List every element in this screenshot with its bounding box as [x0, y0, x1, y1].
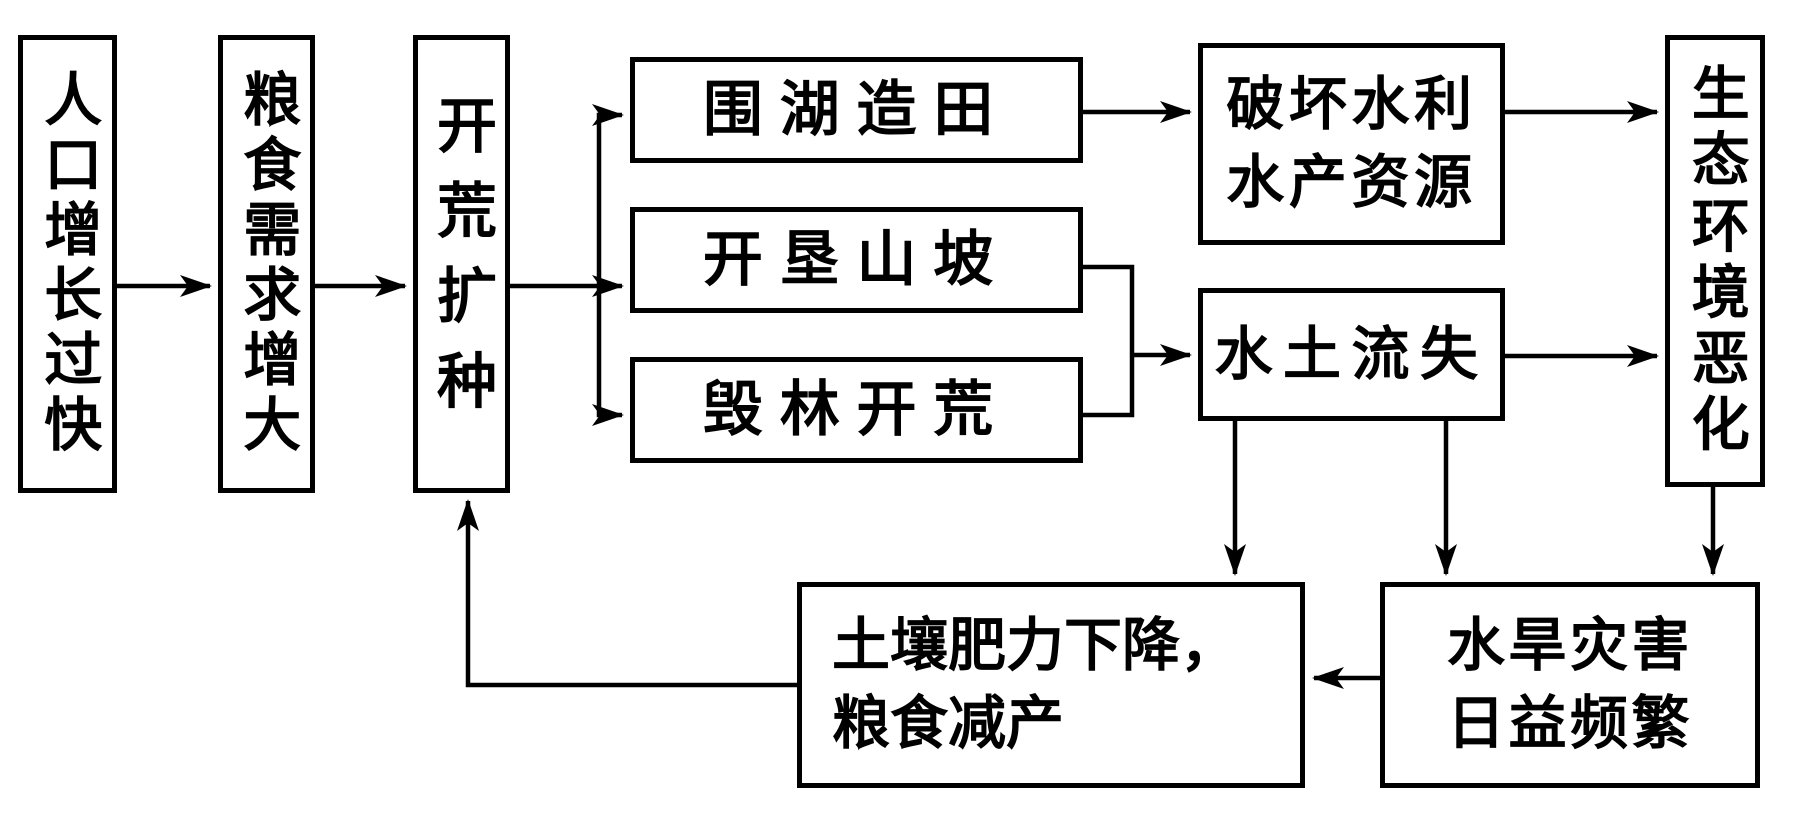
node-soil-fertility-decline: 土壤肥力下降， 粮食减产	[797, 582, 1305, 788]
node-deforestation-label: 毁林开荒	[702, 377, 1011, 443]
node-food-demand-label: 粮食需求增大	[234, 69, 300, 459]
node-lake-reclamation: 围湖造田	[630, 57, 1083, 163]
node-soil-fertility-decline-label: 土壤肥力下降， 粮食减产	[832, 612, 1239, 756]
node-soil-erosion: 水土流失	[1198, 288, 1505, 421]
node-food-demand: 粮食需求增大	[218, 35, 315, 493]
node-population-growth-label: 人口增长过快	[35, 69, 101, 459]
node-water-resource-damage: 破坏水利 水产资源	[1198, 43, 1505, 245]
node-eco-deterioration: 生态环境恶化	[1665, 35, 1765, 487]
node-soil-erosion-label: 水土流失	[1214, 321, 1489, 387]
node-hillside-cultivation-label: 开垦山坡	[702, 227, 1011, 293]
node-flood-drought-label: 水旱灾害 日益频繁	[1447, 612, 1693, 756]
node-land-reclamation-label: 开荒扩种	[428, 93, 495, 435]
edge-reclamation-to-lake	[592, 104, 624, 286]
edge-fertility-feedback-to-reclamation	[457, 499, 797, 688]
node-land-reclamation: 开荒扩种	[413, 35, 510, 493]
node-hillside-cultivation: 开垦山坡	[630, 207, 1083, 313]
node-water-resource-damage-label: 破坏水利 水产资源	[1226, 71, 1477, 215]
node-eco-deterioration-label: 生态环境恶化	[1682, 62, 1748, 460]
edge-merge-hillside-deforestation	[1083, 264, 1135, 418]
edge-reclamation-to-deforestation	[592, 286, 624, 426]
node-deforestation: 毁林开荒	[630, 357, 1083, 463]
node-lake-reclamation-label: 围湖造田	[702, 77, 1011, 143]
node-population-growth: 人口增长过快	[18, 35, 117, 493]
node-flood-drought: 水旱灾害 日益频繁	[1380, 582, 1760, 788]
